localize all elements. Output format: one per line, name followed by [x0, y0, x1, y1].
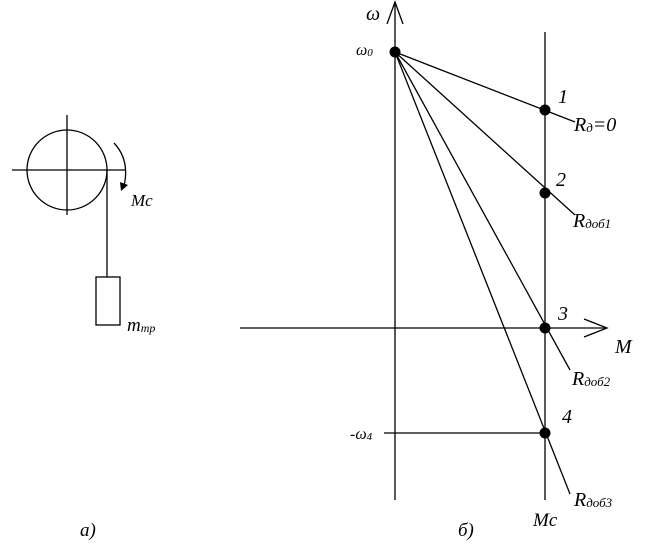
omega4-label: -ω4: [350, 426, 373, 443]
line-label-rdob3-subscript: доб3: [586, 495, 612, 510]
characteristic-points: [389, 46, 551, 439]
line-label-rdob1-base: R: [572, 210, 585, 232]
point-4: [539, 427, 551, 439]
line-label-rdob3-base: R: [573, 489, 586, 511]
line-label-rdob3: Rдоб3: [573, 489, 613, 511]
mass-label-base: m: [127, 315, 141, 336]
point-3: [539, 322, 551, 334]
moment-arrowhead-icon: [120, 182, 128, 191]
line-label-rd0-suffix: =0: [593, 114, 617, 136]
caption-b: б): [458, 520, 474, 541]
omega4-label-base: -ω: [350, 426, 367, 443]
mass-label: mтр: [127, 315, 155, 336]
line-label-rdob1-subscript: доб1: [585, 216, 611, 231]
line-label-rdob2: Rдоб2: [571, 368, 611, 390]
point-2: [539, 187, 551, 199]
x-axis-label: M: [614, 336, 633, 358]
x-axis-arrow-icon: [583, 318, 609, 338]
point-1: [539, 104, 551, 116]
y-axis-arrow-icon: [386, 0, 404, 25]
point-number-2: 2: [556, 169, 566, 191]
mc-label: Mc: [532, 510, 558, 531]
omega4-label-subscript: 4: [367, 431, 373, 443]
point-number-3: 3: [557, 303, 568, 325]
y-axis-label: ω: [366, 3, 380, 25]
line-label-rd0-subscript: д: [586, 120, 593, 135]
characteristic-lines: [394, 51, 576, 495]
moment-label: Mc: [130, 191, 153, 210]
panel-a: [12, 115, 127, 326]
mass-label-subscript: тр: [141, 321, 156, 335]
panel-b-axes: [240, 0, 609, 500]
line-label-rdob2-subscript: доб2: [584, 374, 610, 389]
load-block: [95, 276, 121, 326]
line-rdob2: [394, 51, 571, 371]
point-omega0: [389, 46, 401, 58]
omega0-label: ω0: [356, 42, 373, 59]
line-label-rd0: Rд=0: [573, 114, 616, 136]
moment-arrow: [113, 142, 127, 187]
line-label-rdob1: Rдоб1: [572, 210, 611, 232]
caption-a: а): [80, 520, 96, 541]
point-number-4: 4: [562, 406, 572, 428]
line-label-rd0-base: R: [573, 114, 586, 136]
omega0-label-base: ω: [356, 42, 367, 59]
line-label-rdob2-base: R: [571, 368, 584, 390]
omega0-label-subscript: 0: [367, 47, 373, 59]
line-rdob3: [394, 51, 571, 495]
point-number-1: 1: [558, 86, 568, 108]
